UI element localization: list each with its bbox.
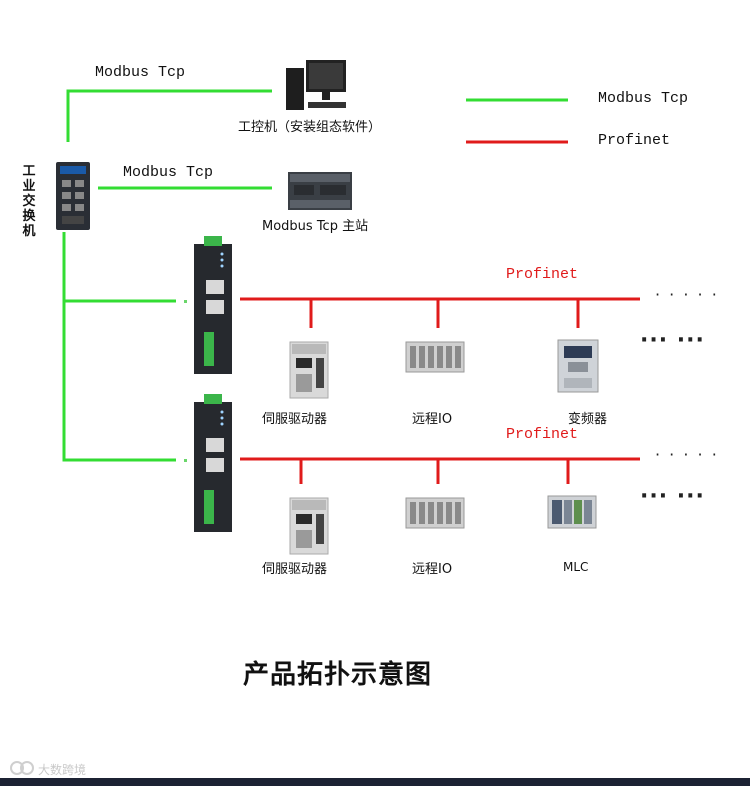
- profinet-label-1: Profinet: [506, 266, 579, 283]
- servo-drive-1-icon: [289, 341, 329, 399]
- legend-profinet-label: Profinet: [598, 132, 671, 149]
- switch-label: 工业交换机: [22, 164, 36, 239]
- profinet-lines: [240, 297, 640, 484]
- legend-modbus-label: Modbus Tcp: [598, 90, 689, 107]
- continuation-dots-line-2: · · · · ·: [655, 445, 719, 464]
- remote-io-1-icon: [405, 341, 465, 373]
- ipc-caption: 工控机（安装组态软件）: [238, 120, 382, 135]
- vfd-icon: [557, 339, 599, 393]
- mlc-caption: MLC: [563, 560, 589, 574]
- industrial-pc-icon: [286, 60, 346, 110]
- remote-io-1-caption: 远程IO: [412, 412, 453, 427]
- gateway-1-port: [184, 300, 187, 303]
- servo-drive-2-icon: [289, 497, 329, 555]
- diagram-title: 产品拓扑示意图: [243, 660, 433, 690]
- watermark-logo-icon: [10, 761, 34, 775]
- remote-io-2-icon: [405, 497, 465, 529]
- servo-1-caption: 伺服驱动器: [262, 412, 328, 427]
- gateway-2-icon: [194, 394, 232, 532]
- modbus-label-mid: Modbus Tcp: [123, 164, 214, 181]
- modbus-master-plc-icon: [288, 172, 352, 210]
- mlc-icon: [547, 495, 597, 529]
- continuation-dots-line-1: · · · · ·: [655, 285, 719, 304]
- servo-2-caption: 伺服驱动器: [262, 562, 328, 577]
- continuation-dots-devices-2: ··· ···: [640, 484, 705, 509]
- remote-io-2-caption: 远程IO: [412, 562, 453, 577]
- profinet-label-2: Profinet: [506, 426, 579, 443]
- master-caption: Modbus Tcp 主站: [262, 219, 369, 234]
- bottom-bar: [0, 778, 750, 786]
- vfd-caption: 变频器: [568, 412, 608, 427]
- gateway-1-icon: [194, 236, 232, 374]
- continuation-dots-devices-1: ··· ···: [640, 328, 705, 353]
- gateway-2-port: [184, 459, 187, 462]
- watermark-text: 大数跨境: [38, 763, 87, 777]
- modbus-trunk: [62, 232, 176, 462]
- modbus-tcp-lines: [62, 89, 272, 462]
- modbus-line-ipc: [66, 89, 272, 142]
- modbus-label-top: Modbus Tcp: [95, 64, 186, 81]
- industrial-switch-icon: [56, 162, 90, 230]
